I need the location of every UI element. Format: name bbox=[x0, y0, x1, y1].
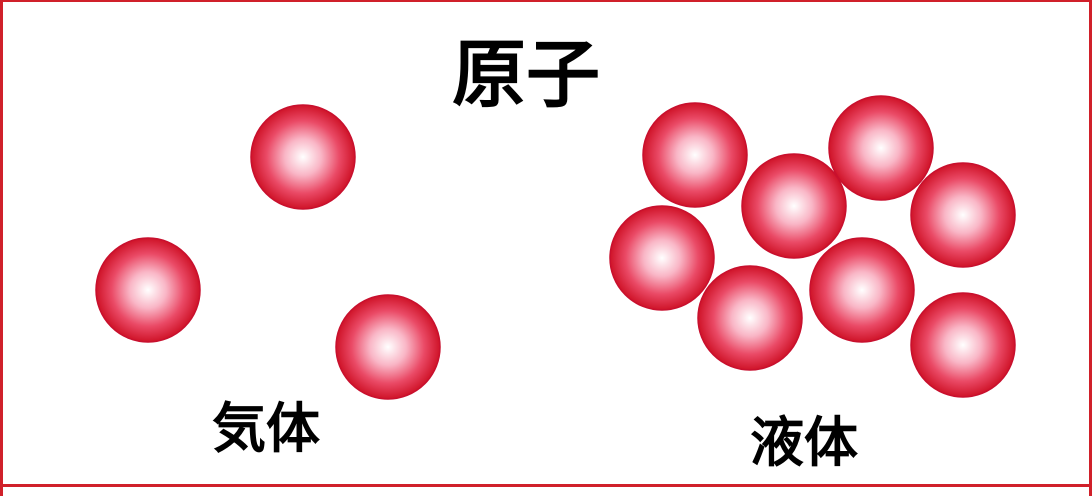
liquid-atom bbox=[642, 102, 748, 208]
liquid-atom bbox=[741, 153, 847, 259]
liquid-atom bbox=[809, 237, 915, 343]
liquid-atom bbox=[828, 95, 934, 201]
gas-atom bbox=[335, 294, 441, 400]
liquid-atoms bbox=[609, 95, 1016, 398]
liquid-atom bbox=[697, 265, 803, 371]
liquid-atom bbox=[609, 205, 715, 311]
liquid-atom bbox=[910, 292, 1016, 398]
liquid-label: 液体 bbox=[750, 411, 858, 474]
diagram-title: 原子 bbox=[452, 32, 600, 118]
gas-atom bbox=[95, 237, 201, 343]
bottom-divider bbox=[0, 484, 1092, 487]
gas-atoms bbox=[95, 104, 441, 400]
gas-atom bbox=[250, 104, 356, 210]
gas-label: 気体 bbox=[212, 397, 320, 460]
liquid-atom bbox=[910, 162, 1016, 268]
